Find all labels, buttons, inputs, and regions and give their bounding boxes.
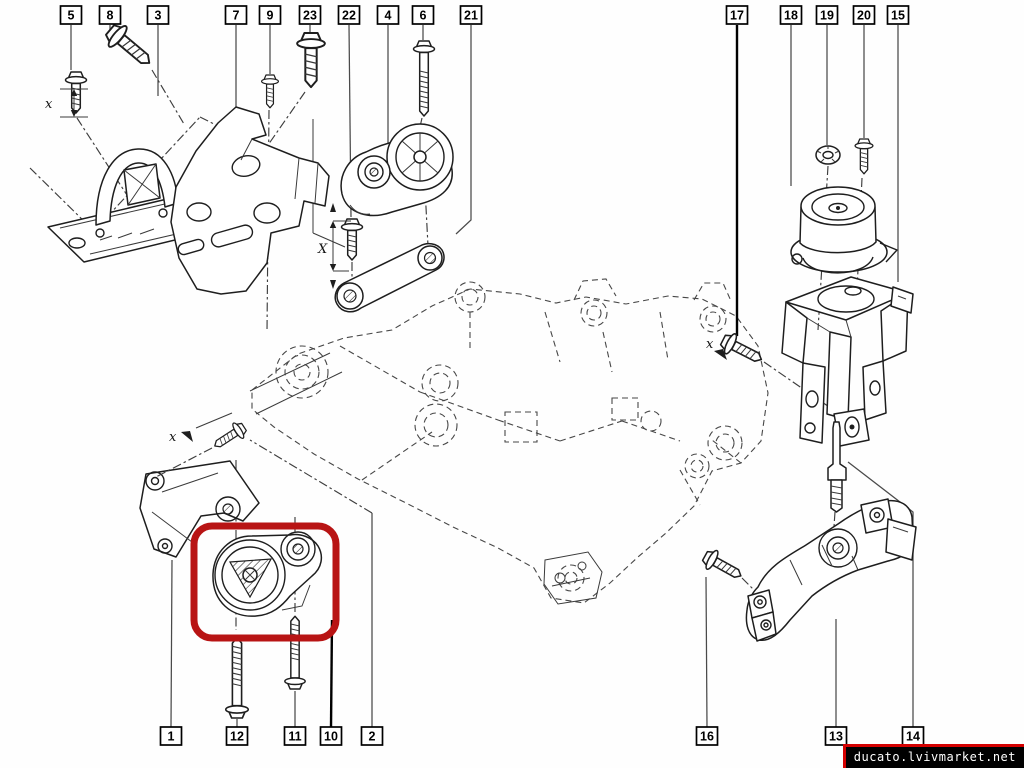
- bracket-part-15: [781, 276, 914, 447]
- bolt-part-6: [412, 40, 436, 117]
- callout-13: 13: [824, 726, 848, 746]
- watermark: ducato.lvivmarket.net: [842, 744, 1024, 768]
- svg-text:15: 15: [891, 9, 905, 23]
- callout-11: 11: [283, 726, 307, 746]
- bolt-part-9: [261, 74, 279, 109]
- svg-text:14: 14: [906, 730, 920, 744]
- stud-part-13: [827, 421, 847, 513]
- callout-10: 10: [319, 726, 343, 746]
- dimension-label-x3: x: [169, 430, 177, 445]
- svg-text:8: 8: [107, 9, 114, 23]
- callout-19: 19: [815, 5, 839, 25]
- svg-text:5: 5: [68, 9, 75, 23]
- svg-text:3: 3: [155, 9, 162, 23]
- mount-part-3: [29, 116, 259, 263]
- bolt-part-16: [699, 546, 747, 586]
- watermark-text: ducato.lvivmarket.net: [853, 750, 1016, 764]
- dimension-marks: x X x x: [45, 88, 727, 445]
- callout-12: 12: [225, 726, 249, 746]
- svg-text:11: 11: [288, 730, 301, 744]
- callout-14: 14: [901, 726, 925, 746]
- dimension-label-x1: x: [45, 97, 53, 112]
- torque-rod-part-2: [212, 531, 323, 617]
- callout-16-leader: [705, 576, 708, 728]
- svg-text:4: 4: [385, 9, 392, 23]
- callout-1: 1: [159, 726, 183, 746]
- svg-text:20: 20: [857, 9, 871, 23]
- svg-text:2: 2: [369, 730, 376, 744]
- callout-2-leader: [249, 439, 373, 514]
- callout-boxes: 5 8 3 7 9 23 22 4 6 21 17 18 19 20 15 1 12 11 10 2 16 13 14: [59, 5, 925, 746]
- svg-text:1: 1: [168, 730, 175, 744]
- callout-1-leader: [170, 559, 173, 728]
- nut-part-19: [815, 145, 841, 165]
- callout-22: 22: [337, 5, 361, 25]
- bolt-part-20: [854, 138, 874, 175]
- bolt-part-23: [296, 32, 326, 89]
- svg-text:6: 6: [420, 9, 427, 23]
- svg-text:23: 23: [303, 9, 317, 23]
- callout-8-leader: [151, 69, 185, 125]
- bracket-part-7: [170, 106, 330, 295]
- svg-text:10: 10: [324, 730, 338, 744]
- callout-10-leader: [329, 619, 334, 728]
- callout-21: 21: [459, 5, 483, 25]
- mount-part-18: [790, 186, 898, 274]
- bolt-part-12: [224, 636, 250, 719]
- dimension-label-x2: X: [317, 242, 328, 257]
- bolt-part-5: [64, 71, 88, 114]
- callout-6: 6: [411, 5, 435, 25]
- svg-text:16: 16: [700, 730, 714, 744]
- bolt-part-22: [340, 218, 364, 261]
- callout-20: 20: [852, 5, 876, 25]
- bracket-part-1: [139, 460, 260, 558]
- callout-16: 16: [695, 726, 719, 746]
- svg-text:12: 12: [230, 730, 244, 744]
- callout-9: 9: [258, 5, 282, 25]
- bolt-part-11: [284, 615, 306, 690]
- torque-rod-part-4: [340, 123, 454, 217]
- dimension-label-x4: x: [706, 337, 714, 352]
- svg-text:7: 7: [233, 9, 240, 23]
- callout-4: 4: [376, 5, 400, 25]
- svg-text:21: 21: [464, 9, 478, 23]
- callout-8: 8: [98, 5, 122, 25]
- bolt-with-dimension-x-lower: [155, 418, 250, 478]
- callout-3: 3: [146, 5, 170, 25]
- callout-18: 18: [779, 5, 803, 25]
- svg-text:13: 13: [829, 730, 843, 744]
- callout-21-leader: [455, 25, 472, 235]
- svg-text:9: 9: [267, 9, 274, 23]
- svg-text:19: 19: [820, 9, 834, 23]
- callout-5: 5: [59, 5, 83, 25]
- svg-text:18: 18: [784, 9, 798, 23]
- callout-17: 17: [725, 5, 749, 25]
- callout-23: 23: [298, 5, 322, 25]
- callout-14-leader: [847, 461, 914, 727]
- svg-text:22: 22: [342, 9, 356, 23]
- callout-2: 2: [360, 726, 384, 746]
- highlight-box: [190, 522, 340, 642]
- svg-text:17: 17: [730, 9, 744, 23]
- callout-15: 15: [886, 5, 910, 25]
- support-bracket-part-14: [745, 498, 917, 642]
- callout-7: 7: [224, 5, 248, 25]
- bolt-part-17: [717, 329, 768, 371]
- link-rod-part-21: [334, 242, 445, 313]
